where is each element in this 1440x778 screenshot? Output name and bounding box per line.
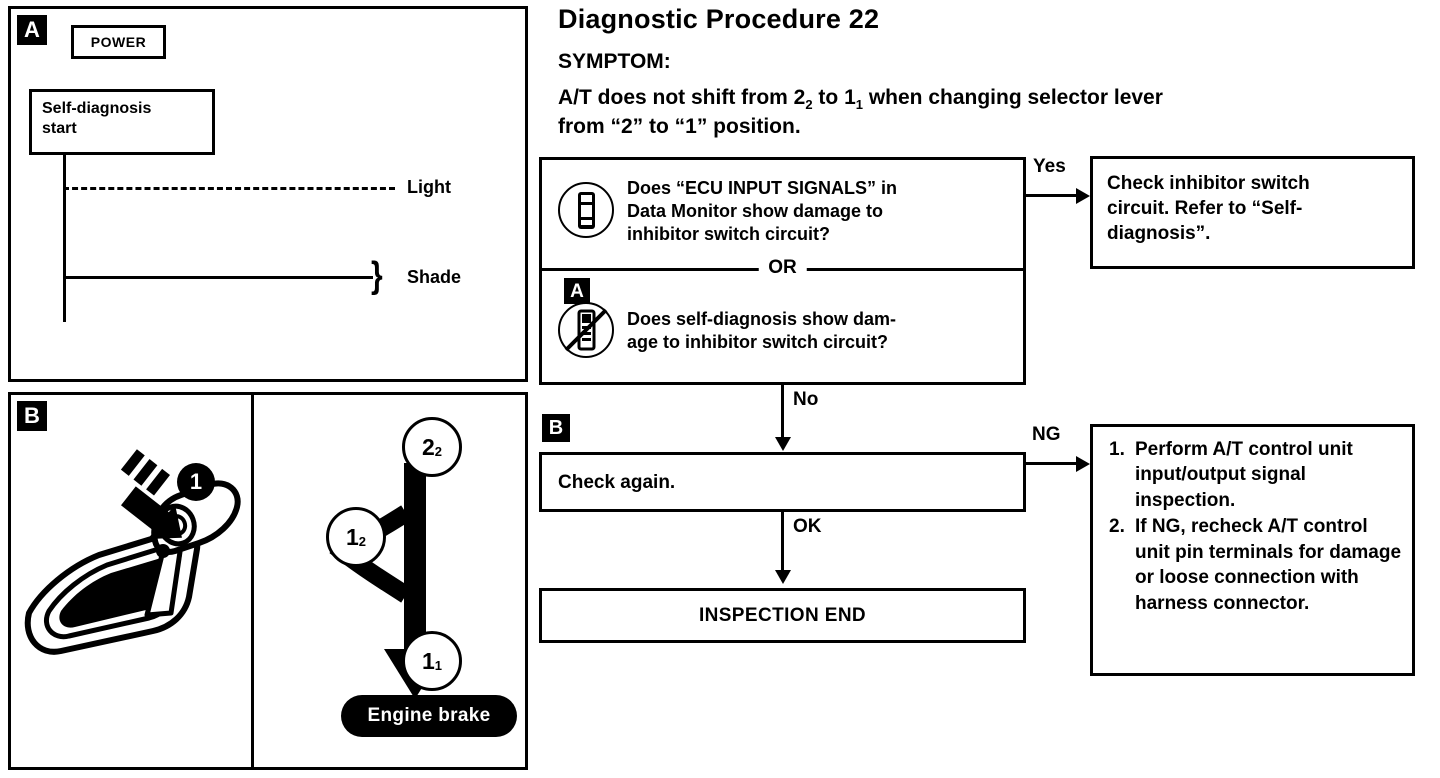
decision-question-2: Does self-diagnosis show dam- age to inh… [627, 308, 1017, 354]
power-label: POWER [90, 34, 147, 50]
yes-connector-line [1026, 194, 1078, 197]
ok-connector-line [781, 512, 784, 572]
check-again-text: Check again. [558, 472, 676, 493]
ng-connector-line [1026, 462, 1078, 465]
decision-sub-badge-a: A [564, 278, 590, 304]
inspection-end-label: INSPECTION END [698, 604, 867, 626]
decision-q1-line1: Does “ECU INPUT SIGNALS” in [627, 178, 898, 198]
timing-vertical-stem [63, 152, 66, 322]
no-connector-line [781, 385, 784, 439]
scan-tool-icon [558, 182, 614, 238]
decision-q2-line1: Does self-diagnosis show dam- [627, 309, 897, 329]
symptom-label: SYMPTOM: [558, 50, 671, 73]
decision-q1-line2: Data Monitor show damage to [627, 201, 884, 222]
panel-a-selfdiagnosis-timing: A POWER Self-diagnosis start Light } Sha… [8, 6, 528, 382]
edge-label-no: No [793, 389, 819, 410]
symptom-line1-part-b: to 1 [812, 86, 856, 109]
self-diagnosis-start-box: Self-diagnosis start [29, 89, 215, 155]
light-signal-dashed-line [63, 187, 395, 190]
edge-label-ng: NG [1032, 424, 1061, 445]
power-indicator-box: POWER [71, 25, 166, 59]
symptom-text: A/T does not shift from 22 to 11 when ch… [558, 84, 1438, 141]
shade-signal-solid-line [63, 276, 373, 279]
decision-box-inhibitor-switch: Does “ECU INPUT SIGNALS” in Data Monitor… [539, 157, 1026, 385]
symptom-line1-part-c: when changing selector lever [862, 86, 1163, 109]
gear-1-2-sub: 2 [358, 533, 367, 549]
ng-item-number: 2. [1109, 516, 1125, 538]
symptom-sub-2: 2 [805, 97, 813, 113]
yes-result-line3: diagnosis”. [1107, 223, 1211, 245]
light-signal-label: Light [407, 177, 451, 197]
gear-2-2-sub: 2 [434, 443, 443, 459]
decision-q2-line2: age to inhibitor switch circuit? [627, 332, 889, 353]
ng-arrow-head [1076, 456, 1090, 472]
ng-item-number: 1. [1109, 439, 1125, 460]
ok-arrow-head [775, 570, 791, 584]
callout-marker-1: 1 [177, 463, 215, 501]
decision-question-1: Does “ECU INPUT SIGNALS” in Data Monitor… [627, 177, 1007, 246]
yes-result-box: Check inhibitor switch circuit. Refer to… [1090, 156, 1415, 269]
no-arrow-head [775, 437, 791, 451]
yes-result-line1: Check inhibitor switch [1107, 173, 1310, 194]
ng-item-text: If NG, recheck A/T control unit pin term… [1135, 516, 1402, 614]
shade-signal-label: Shade [407, 267, 462, 287]
symptom-line1-part-a: A/T does not shift from 2 [558, 86, 806, 109]
yes-result-text: Check inhibitor switch circuit. Refer to… [1107, 171, 1407, 246]
edge-label-yes: Yes [1033, 156, 1066, 177]
page-title: Diagnostic Procedure 22 [558, 4, 880, 34]
or-label: OR [758, 257, 807, 279]
gear-1-1-sub: 1 [434, 657, 443, 673]
shift-lever-illustration [24, 449, 241, 655]
shade-brace: } [371, 254, 383, 296]
gear-1-2-label: 1 [345, 523, 359, 550]
ng-result-box: 1. Perform A/T control unit input/output… [1090, 424, 1415, 676]
symptom-line2: from “2” to “1” position. [558, 115, 801, 139]
check-again-badge-b: B [542, 414, 570, 442]
gear-1-1-label: 1 [421, 647, 435, 674]
panel-b-badge: B [17, 401, 47, 431]
engine-brake-pill: Engine brake [341, 695, 517, 737]
ng-list-item: 2. If NG, recheck A/T control unit pin t… [1109, 514, 1404, 616]
ng-list-item: 1. Perform A/T control unit input/output… [1109, 437, 1404, 513]
ng-result-list: 1. Perform A/T control unit input/output… [1109, 437, 1404, 617]
inspection-end-box: INSPECTION END [539, 588, 1026, 643]
panel-b-divider [251, 395, 254, 767]
panel-a-badge: A [17, 15, 47, 45]
check-again-box: Check again. [539, 452, 1026, 512]
edge-label-ok: OK [793, 516, 822, 537]
shift-flow-arrow-graphic [329, 463, 446, 699]
ng-item-text: Perform A/T control unit input/output si… [1135, 439, 1353, 511]
symptom-sub-1: 1 [855, 97, 863, 113]
scan-tool-crossed-out-icon [558, 302, 614, 358]
yes-arrow-head [1076, 188, 1090, 204]
gear-2-2-label: 2 [421, 433, 435, 460]
decision-q1-line3: inhibitor switch circuit? [627, 224, 831, 245]
yes-result-line2: circuit. Refer to “Self- [1107, 198, 1303, 220]
